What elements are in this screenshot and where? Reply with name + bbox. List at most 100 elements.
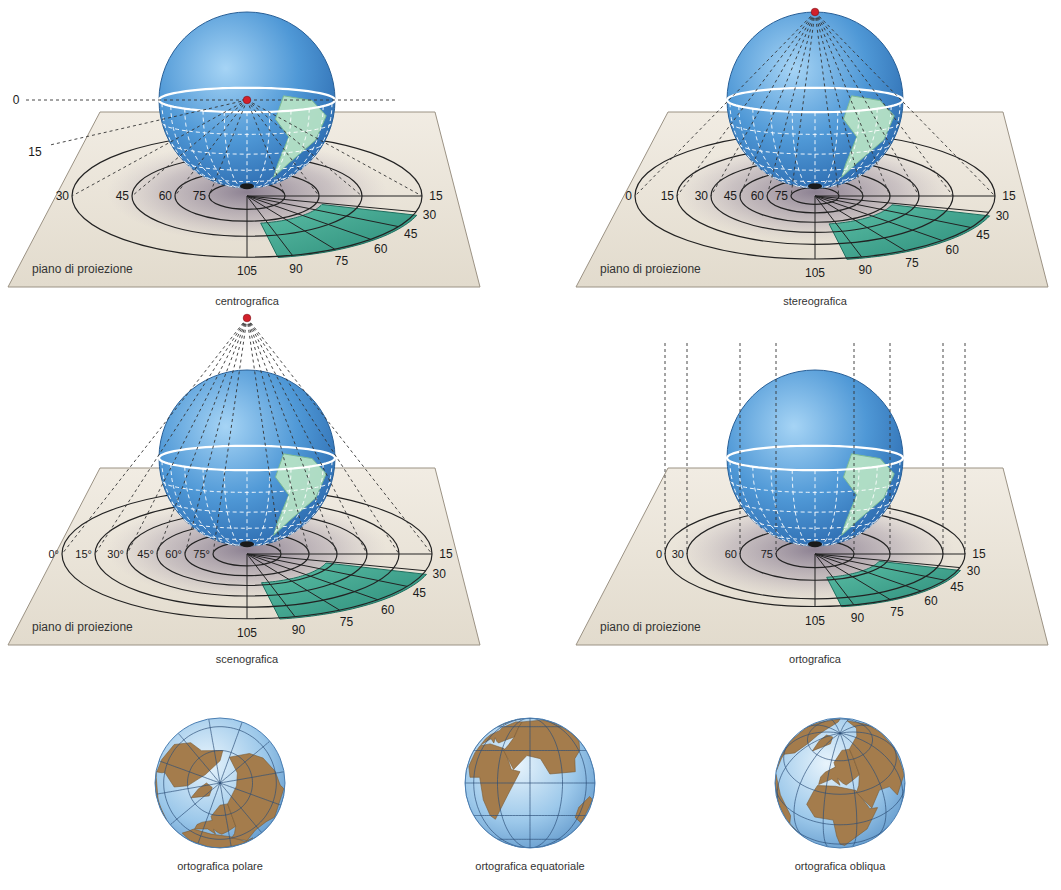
longitude-label: 105 <box>237 265 257 277</box>
meridian <box>792 112 811 188</box>
longitude-label: 60 <box>924 595 937 607</box>
latitude-label: 45 <box>724 190 737 202</box>
projection-line <box>72 100 247 196</box>
grid-parallel <box>164 727 277 840</box>
pole-mark <box>240 541 254 547</box>
meridian <box>841 106 891 184</box>
longitude-label: 90 <box>851 612 864 624</box>
projection-line <box>665 343 666 554</box>
meridian <box>823 469 859 546</box>
longitude-label: 15 <box>972 548 985 560</box>
meridian-line <box>815 554 816 607</box>
projection-line <box>815 12 995 196</box>
meridian <box>255 469 291 546</box>
grid-parallel <box>474 750 587 751</box>
globe <box>775 718 905 848</box>
projection-line <box>677 12 815 196</box>
latitude-label: 45 <box>116 190 129 202</box>
projection-point <box>811 8 819 16</box>
latitude-label: 60° <box>165 549 182 560</box>
grid-meridian <box>823 733 840 847</box>
projection-line <box>890 343 891 554</box>
projection-line <box>62 318 247 554</box>
meridian <box>203 111 239 188</box>
longitude-label: 15 <box>1002 190 1015 202</box>
latitude-label: 30 <box>56 190 69 202</box>
meridian <box>730 461 773 535</box>
latitude-label: 60 <box>751 190 764 202</box>
longitude-label: 105 <box>237 627 257 639</box>
projection-line <box>185 318 247 554</box>
longitude-label: 105 <box>805 267 825 279</box>
meridian <box>290 461 333 535</box>
projection-line <box>815 12 919 196</box>
grid-parallel <box>775 783 905 825</box>
meridian <box>815 470 816 546</box>
meridian-line <box>815 554 921 591</box>
meridian <box>730 103 773 177</box>
meridian-line <box>247 554 340 610</box>
plane-label: piano di proiezione <box>32 621 133 633</box>
meridian <box>263 109 309 187</box>
meridian-line <box>247 196 335 249</box>
longitude-label: 45 <box>950 581 963 593</box>
caption: stereografica <box>783 296 847 307</box>
projection-point <box>243 314 251 322</box>
meridian <box>792 470 811 546</box>
meridian <box>251 112 270 188</box>
meridian-line <box>815 196 862 257</box>
meridian <box>171 464 221 542</box>
latitude-label: 75 <box>775 190 788 202</box>
meridian <box>858 461 901 535</box>
meridian-line <box>815 196 989 212</box>
grid-parallel <box>498 726 563 727</box>
longitude-label: 30 <box>996 210 1009 222</box>
continent <box>228 754 284 841</box>
longitude-label: 45 <box>976 229 989 241</box>
meridian <box>771 469 807 546</box>
caption: scenografica <box>216 654 278 665</box>
meridian <box>247 112 248 188</box>
longitude-label: 30 <box>423 209 436 221</box>
longitude-label: 75 <box>890 606 903 618</box>
plane-label: piano di proiezione <box>600 263 701 275</box>
pole-mark <box>808 183 822 189</box>
projection-point <box>243 96 251 104</box>
longitude-label: 75 <box>340 616 353 628</box>
grid-parallel <box>808 719 873 761</box>
globe-outline <box>155 718 285 848</box>
grid-meridian <box>840 732 900 757</box>
meridian <box>162 461 205 535</box>
latitude-label: 75 <box>193 190 206 202</box>
meridian <box>247 470 248 546</box>
latitude-label: 30° <box>107 549 124 560</box>
caption: ortografica obliqua <box>795 861 886 872</box>
latitude-label: 15 <box>661 190 674 202</box>
projection-line <box>943 343 944 554</box>
projection-line <box>247 100 422 196</box>
meridian <box>739 106 789 184</box>
meridian <box>823 111 859 188</box>
meridian <box>273 464 323 542</box>
meridian <box>251 470 270 546</box>
caption: ortografica <box>789 654 841 665</box>
grid-meridian <box>840 719 851 733</box>
projection-line <box>247 100 285 196</box>
meridian <box>815 112 816 188</box>
projection-line <box>247 318 367 554</box>
latitude-label: 60 <box>159 190 172 202</box>
pole-mark <box>240 183 254 189</box>
meridian-line <box>247 554 426 571</box>
meridian-line <box>247 554 432 555</box>
meridian <box>771 111 807 188</box>
projection-line <box>209 100 247 196</box>
latitude-label: 30 <box>672 549 684 560</box>
longitude-label: 30 <box>433 568 446 580</box>
continent <box>504 720 580 774</box>
latitude-label: 45° <box>137 549 154 560</box>
meridian-line <box>247 196 248 257</box>
projection-line <box>815 12 839 196</box>
equator <box>727 88 903 112</box>
